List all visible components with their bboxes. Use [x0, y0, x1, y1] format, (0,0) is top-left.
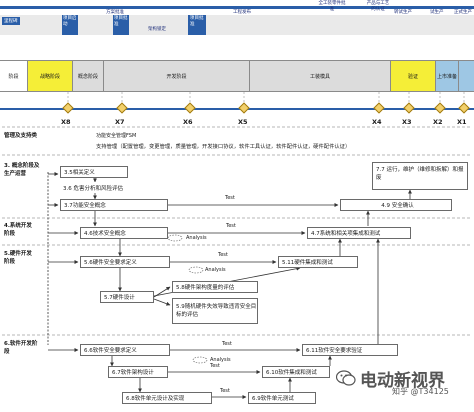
top-label: 正式生产: [454, 10, 472, 15]
box-5-8: 5.8硬件架构度量的评估: [172, 281, 258, 293]
top-label: 方案批准: [106, 10, 124, 15]
top-label: 工程发布: [233, 10, 251, 15]
box-7-7: 7.7 运行，维护（维修和拆解）和报废: [372, 162, 468, 190]
group-concept: 3. 概念阶段及生产运营: [4, 163, 40, 177]
gate-label: X5: [238, 118, 248, 126]
gate-label: X2: [433, 118, 443, 126]
milestone-box: [113, 15, 129, 35]
label-test: Test: [220, 388, 230, 394]
gate-label: X6: [183, 118, 193, 126]
milestone-box: [188, 15, 206, 35]
label-test: Test: [222, 341, 232, 347]
label-test: Test: [226, 223, 236, 229]
top-label: 试生产: [430, 10, 444, 15]
box-6-9: 6.9软件单元测试: [248, 392, 316, 404]
box-4-7: 4.7系统和相关项集成和测试: [307, 227, 411, 239]
box-3-5: 3.5相关定义: [60, 166, 128, 178]
watermark-brand: 电动新视界: [360, 371, 445, 391]
group-software: 6.软件开发阶段: [4, 341, 38, 355]
phase-validation: 验证: [391, 61, 436, 91]
phase-strategy: 战略阶段: [28, 61, 73, 91]
label-analysis: Analysis: [210, 357, 231, 363]
watermark-source: 知乎 @T34125: [392, 387, 449, 396]
milestone-label: 项目批准: [190, 16, 204, 27]
box-5-9: 5.9随机硬件失效导致违背安全目标的评估: [172, 298, 258, 324]
wechat-icon: [335, 370, 356, 386]
phase-concept: 概念阶段: [73, 61, 104, 91]
top-label: 全工装零件批准: [318, 1, 346, 12]
box-3-7: 3.7功能安全概念: [60, 199, 168, 211]
group-hardware: 5.硬件开发阶段: [4, 251, 32, 265]
top-label: 产品与工艺的认证: [366, 1, 390, 12]
label-test: Test: [225, 195, 235, 201]
box-6-11: 6.11软件安全要求验证: [302, 344, 398, 356]
box-5-6: 5.6硬件安全要求定义: [80, 256, 170, 268]
gate-label: X8: [61, 118, 71, 126]
label-test: Test: [210, 363, 220, 369]
box-6-6: 6.6软件安全要求定义: [80, 344, 170, 356]
mgmt-fsm: 功能安全管理FSM: [96, 133, 137, 139]
label-analysis: Analysis: [205, 267, 226, 273]
phase-tooling: 工装模具: [250, 61, 391, 91]
box-6-8: 6.8软件单元设计及实现: [122, 392, 212, 404]
phase-development: 开发阶段: [104, 61, 250, 91]
box-6-10: 6.10软件集成和测试: [262, 366, 330, 378]
box-4-9: 4.9 安全确认: [340, 199, 452, 211]
mgmt-support: 支持管理（配置管理，变更管理，质量管理，开发接口协议，软件工具认证，软件配件认证…: [96, 144, 351, 150]
gate-label: X4: [372, 118, 382, 126]
phase-label: 阶段: [0, 61, 28, 91]
milestone-label: 项目批准: [114, 16, 128, 27]
milestone-label: 里程碑: [2, 17, 20, 25]
box-5-11: 5.11硬件集成和测试: [278, 256, 358, 268]
box-5-7: 5.7硬件设计: [100, 291, 154, 303]
timeline-top-bar: [0, 6, 474, 9]
label-analysis: Analysis: [186, 235, 207, 241]
milestone-label: 架构锁定: [148, 27, 166, 32]
label-test: Test: [218, 252, 228, 258]
milestone-label: 项目启动: [63, 16, 77, 27]
box-4-6: 4.6技术安全概念: [80, 227, 168, 239]
phase-launch: 上市准备: [436, 61, 459, 91]
gate-label: X1: [457, 118, 467, 126]
phase-row: 阶段 战略阶段 概念阶段 开发阶段 工装模具 验证 上市准备: [0, 60, 474, 92]
gate-label: X7: [115, 118, 125, 126]
group-system: 4.系统开发阶段: [4, 223, 32, 237]
group-management: 管理及支持类: [4, 133, 38, 139]
gate-label: X3: [402, 118, 412, 126]
gate-line: [0, 108, 474, 110]
milestone-box: [62, 15, 78, 35]
box-3-6: 3.6 危害分析和风险评估: [60, 182, 160, 193]
box-6-7: 6.7软件架构设计: [108, 366, 168, 378]
top-label: 转试生产: [394, 10, 412, 15]
